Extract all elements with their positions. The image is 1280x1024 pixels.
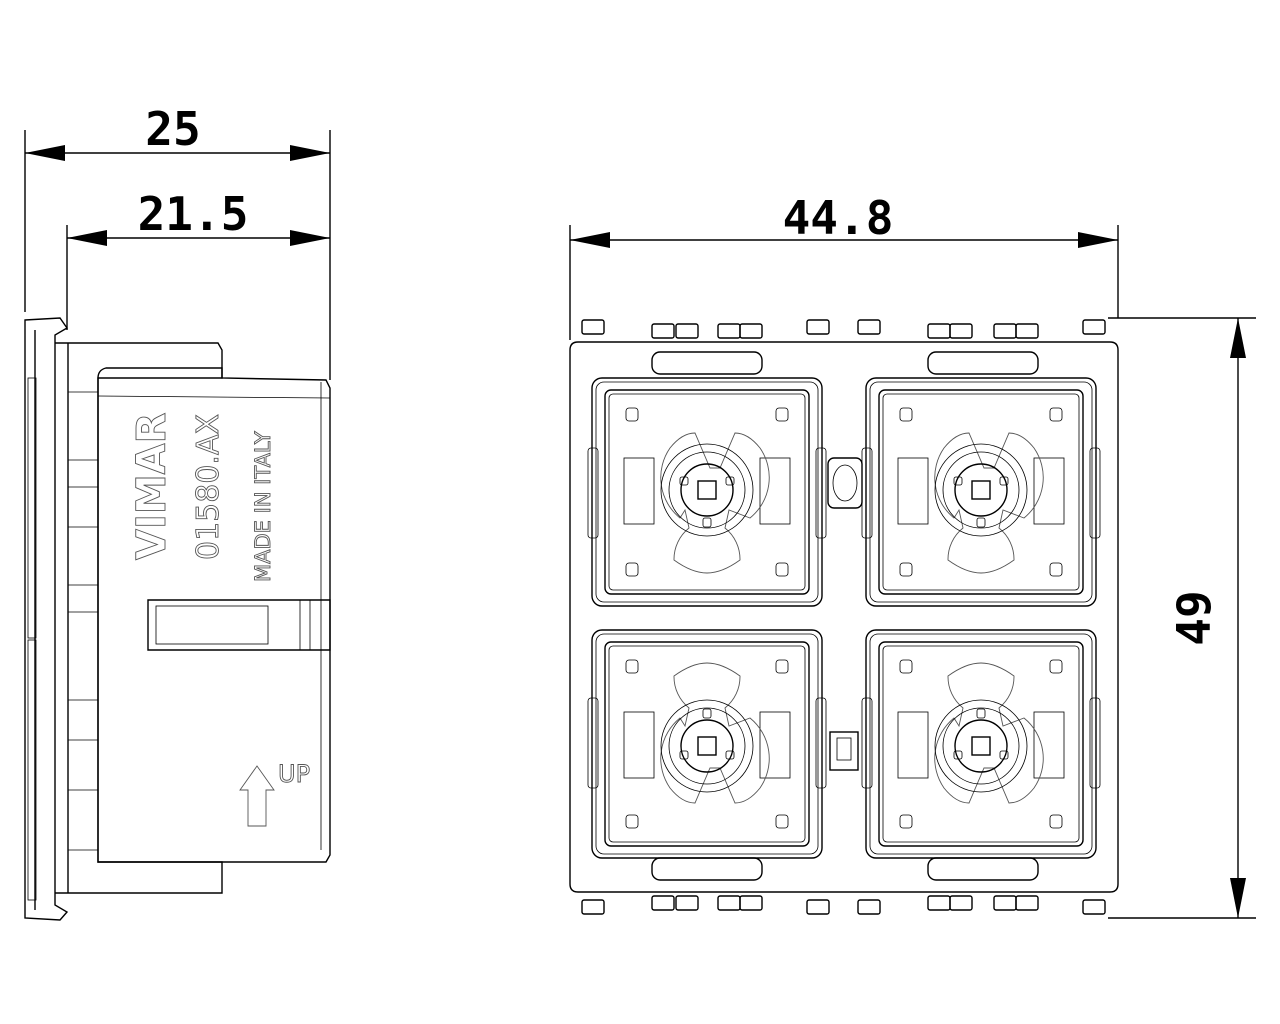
up-marking: UP	[278, 760, 310, 788]
dimension-label-body-depth: 21.5	[138, 187, 249, 241]
bottom-clips	[581, 895, 1106, 915]
dimension-label-width: 44.8	[783, 191, 894, 245]
dimension-label-height: 49	[1167, 590, 1221, 645]
side-view: 25 21.5 VIMAR 01580.AX	[24, 102, 331, 921]
brand-marking: VIMAR	[129, 413, 175, 560]
up-arrow-icon	[239, 765, 275, 827]
product-code-marking: 01580.AX	[191, 414, 226, 560]
front-view: 44.8 49	[569, 191, 1256, 919]
push-button-bottom-left[interactable]	[587, 629, 827, 859]
push-button-top-left[interactable]	[587, 377, 827, 607]
push-button-top-right[interactable]	[861, 377, 1101, 607]
origin-marking: MADE IN ITALY	[251, 431, 275, 582]
push-button-bottom-right[interactable]	[861, 629, 1101, 859]
config-dip-switch[interactable]	[829, 731, 859, 771]
dimension-label-depth: 25	[145, 102, 200, 156]
top-clips	[581, 319, 1106, 339]
